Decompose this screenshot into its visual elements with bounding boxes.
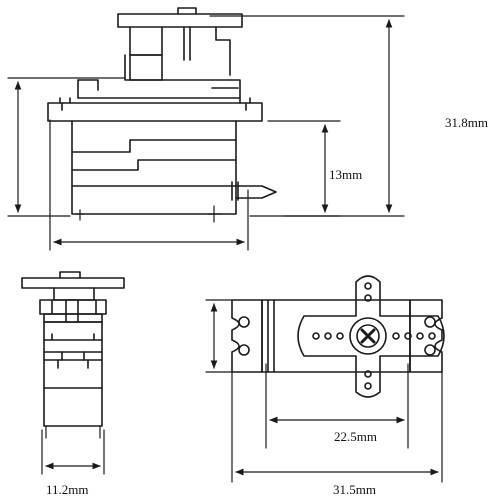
horn-hub [349, 317, 387, 355]
mount-hole-spacing-label: 22.5mm [334, 429, 377, 444]
output-shaft [177, 7, 197, 61]
gear-tower [129, 26, 231, 76]
end-view-body [43, 321, 103, 427]
servo-horn-arm [117, 13, 243, 28]
top-view-width-dimension [205, 299, 233, 373]
end-view-horn [21, 277, 125, 289]
body-height-left-dimension [7, 77, 126, 217]
depth-label: 11.2mm [46, 482, 89, 497]
mounting-flange [47, 102, 263, 122]
body-height-label: 13mm [329, 167, 362, 182]
cable-exit [231, 181, 277, 201]
overall-length-dimension [231, 371, 443, 483]
overall-height-label: 31.8mm [445, 115, 488, 130]
servo-top-view [231, 275, 445, 398]
mount-hole-spacing-dimension [265, 363, 409, 449]
top-view-flange [231, 299, 263, 373]
screw-icon [360, 328, 376, 344]
cross-horn [297, 275, 445, 398]
servo-side-view [47, 7, 277, 223]
servo-end-view [21, 271, 125, 439]
body-length-dimension [49, 119, 249, 251]
depth-dimension [41, 429, 105, 475]
servo-body [71, 120, 237, 215]
top-view-body [261, 299, 411, 373]
overall-length-label: 31.5mm [333, 482, 376, 497]
body-height-dimension [267, 120, 341, 217]
